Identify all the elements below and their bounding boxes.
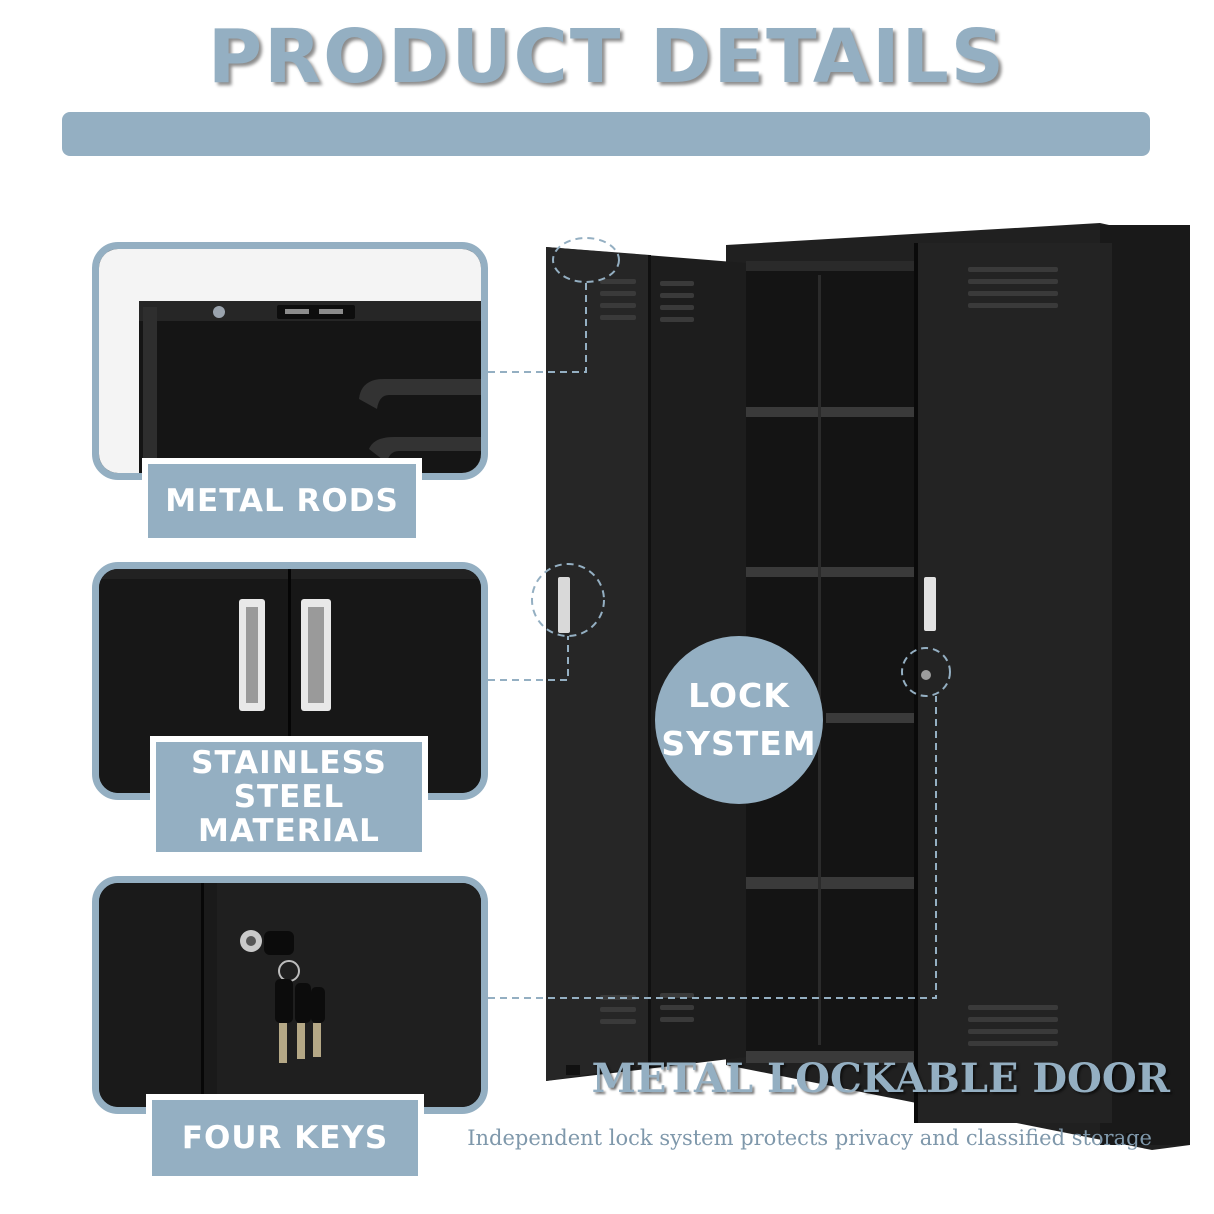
page-title: PRODUCT DETAILS [207,14,1007,100]
stainless-steel-label: STAINLESS STEEL MATERIAL [156,742,422,852]
title-underline-bar [62,112,1150,156]
feature-description: Independent lock system protects privacy… [467,1126,1152,1150]
four-keys-label: FOUR KEYS [152,1100,418,1176]
feature-title: METAL LOCKABLE DOOR [591,1055,1170,1102]
metal-rods-photo [92,242,488,480]
keys-photo [92,876,488,1114]
lock-system-badge: LOCK SYSTEM [655,636,823,804]
metal-cabinet-image [546,223,1190,1150]
metal-rods-label: METAL RODS [148,464,416,538]
